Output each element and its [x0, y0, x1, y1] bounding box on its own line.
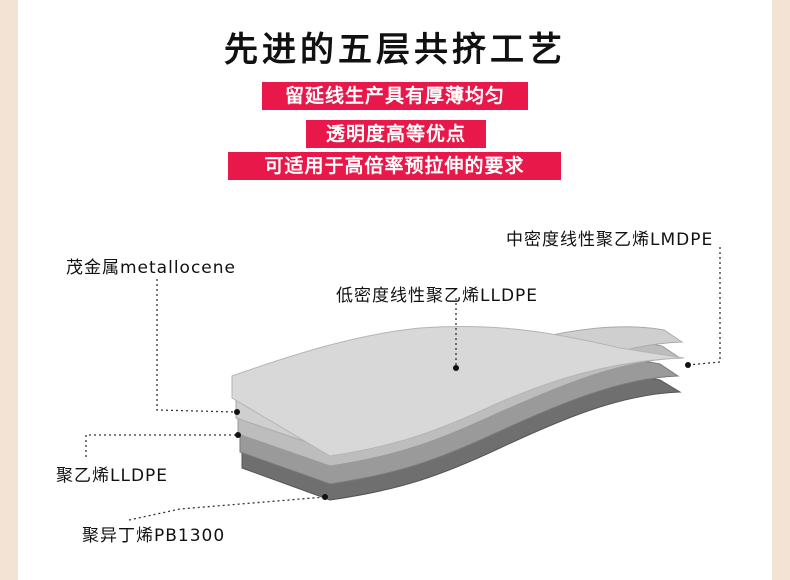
dot-lldpe-top [453, 365, 459, 371]
leader-metallocene [156, 279, 238, 413]
page-title: 先进的五层共挤工艺 [224, 30, 566, 70]
leader-lines [85, 247, 721, 521]
label-metallocene: 茂金属metallocene [66, 258, 236, 278]
dot-metallocene [234, 409, 240, 415]
feature-banner-uniform-thickness: 留延线生产具有厚薄均匀 [262, 82, 528, 110]
leader-lldpe-bottom [85, 434, 238, 457]
layer-1-lldpe [231, 325, 685, 457]
label-mdpe: 中密度线性聚乙烯LMDPE [506, 230, 714, 250]
dot-mdpe [685, 362, 691, 368]
dot-lldpe-bottom [235, 432, 241, 438]
leader-pb [128, 496, 326, 521]
label-lldpe-bottom: 聚乙烯LLDPE [56, 466, 169, 486]
feature-banner-transparency: 透明度高等优点 [306, 120, 486, 148]
leader-dots [234, 362, 691, 500]
label-pb: 聚异丁烯PB1300 [82, 526, 226, 546]
feature-banner-prestretch: 可适用于高倍率预拉伸的要求 [228, 152, 561, 180]
dot-pb [322, 494, 328, 500]
leader-mdpe [687, 247, 721, 366]
label-lldpe-top: 低密度线性聚乙烯LLDPE [336, 286, 539, 306]
